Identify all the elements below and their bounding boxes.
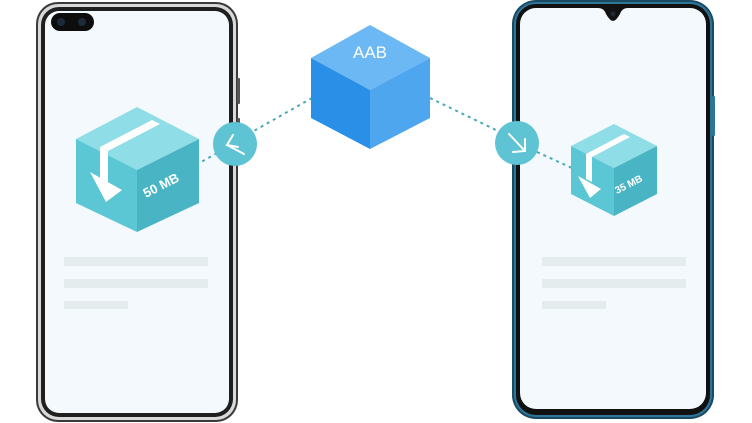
connector-aab-to-left-arrow	[251, 97, 313, 133]
aab-package-cube: AAB	[311, 25, 430, 149]
left-phone-camera-icon	[57, 18, 65, 26]
right-phone-camera-icon	[610, 11, 616, 17]
connector-aab-to-right-arrow	[429, 97, 497, 131]
right-package-left	[571, 146, 614, 216]
right-placeholder-line-1	[542, 257, 686, 266]
left-package-right	[137, 139, 199, 232]
arrow-down-right-icon	[508, 133, 526, 153]
left-placeholder-line-1	[64, 257, 208, 266]
right-package-right	[614, 146, 657, 216]
right-placeholder-line-3	[542, 301, 606, 309]
aab-cube-top	[311, 25, 430, 90]
right-phone-power-button	[712, 96, 715, 136]
arrow-down-left-icon	[225, 134, 245, 155]
download-arrow-icon	[578, 134, 630, 198]
aab-cube-left	[311, 58, 370, 149]
left-phone-camera-icon-2	[78, 18, 86, 26]
left-phone-volume-button	[237, 78, 240, 104]
download-arrow-icon	[90, 120, 160, 202]
left-arrow-circle	[213, 122, 257, 166]
left-package-cube: 50 MB	[76, 107, 199, 232]
right-package-cube: 35 MB	[571, 124, 657, 216]
aab-cube-right	[370, 58, 430, 149]
left-placeholder-line-2	[64, 279, 208, 288]
left-placeholder-line-3	[64, 301, 128, 309]
left-phone-camera-cutout	[51, 13, 94, 31]
right-placeholder-line-2	[542, 279, 686, 288]
right-arrow-badge	[495, 121, 539, 165]
aab-label: AAB	[353, 43, 387, 62]
left-arrow-badge	[213, 122, 257, 166]
